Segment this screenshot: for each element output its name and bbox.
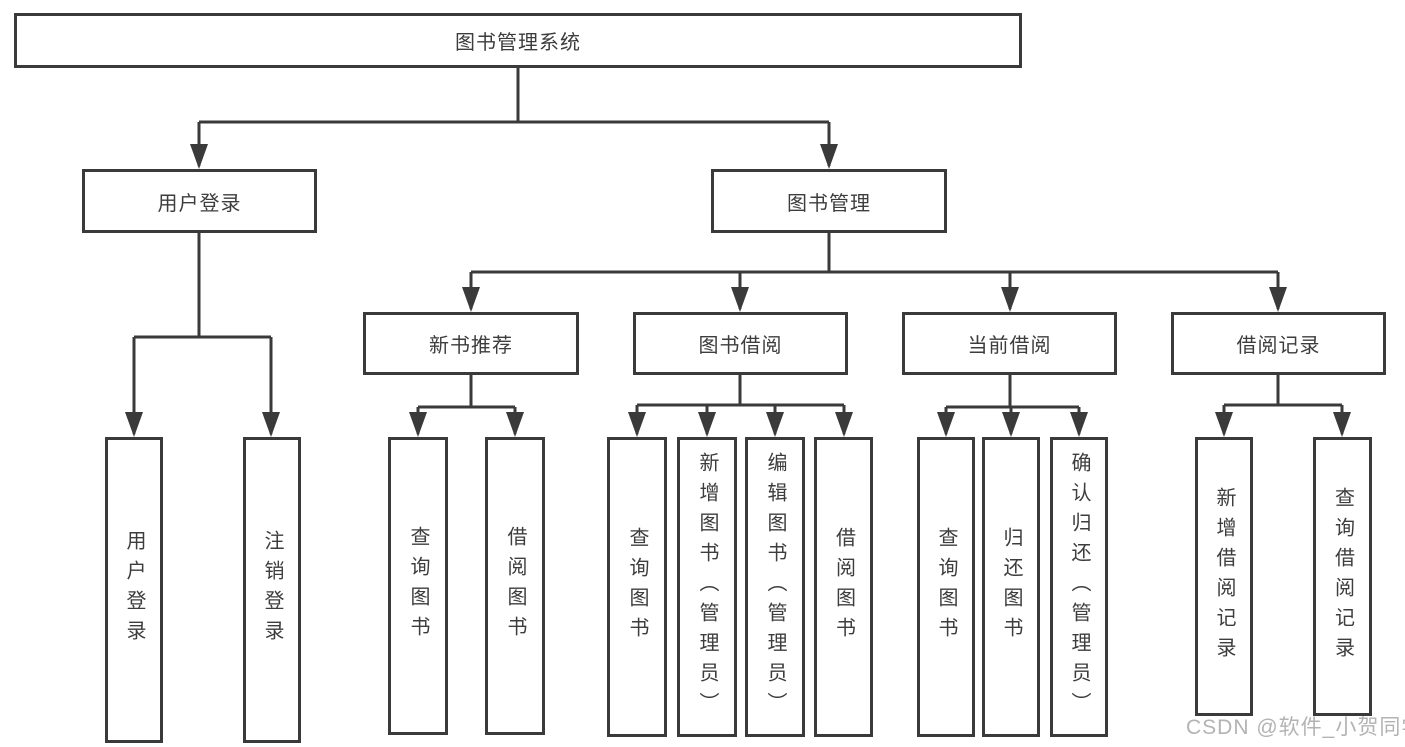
leaf-query-books-2: 查询图书 bbox=[607, 437, 667, 737]
leaf-query-books-2-label: 查询图书 bbox=[626, 527, 648, 647]
leaf-user-login-label: 用户登录 bbox=[123, 530, 145, 650]
leaf-confirm-return-admin: 确认归还（管理员） bbox=[1050, 437, 1108, 737]
leaf-borrow-books-1: 借阅图书 bbox=[485, 437, 545, 735]
node-book-mgmt: 图书管理 bbox=[711, 169, 947, 233]
leaf-add-book-admin-label: 新增图书（管理员） bbox=[696, 452, 718, 722]
leaf-query-borrow-record: 查询借阅记录 bbox=[1313, 437, 1372, 716]
leaf-user-login: 用户登录 bbox=[105, 437, 163, 743]
node-root-label: 图书管理系统 bbox=[455, 32, 581, 54]
leaf-query-books-3: 查询图书 bbox=[917, 437, 975, 737]
node-user-login: 用户登录 bbox=[82, 169, 317, 233]
leaf-add-borrow-record: 新增借阅记录 bbox=[1195, 437, 1253, 716]
leaf-return-book: 归还图书 bbox=[982, 437, 1040, 737]
watermark: CSDN @软件_小贺同学 bbox=[1186, 716, 1405, 739]
node-new-book-recommend-label: 新书推荐 bbox=[429, 335, 513, 357]
arrowheads bbox=[125, 144, 1351, 437]
leaf-query-books-1-label: 查询图书 bbox=[407, 526, 429, 646]
leaf-add-book-admin: 新增图书（管理员） bbox=[677, 437, 737, 737]
leaf-logout-label: 注销登录 bbox=[261, 530, 283, 650]
leaf-query-borrow-record-label: 查询借阅记录 bbox=[1331, 486, 1354, 667]
leaf-edit-book-admin: 编辑图书（管理员） bbox=[745, 437, 805, 737]
node-root: 图书管理系统 bbox=[14, 13, 1022, 68]
leaf-edit-book-admin-label: 编辑图书（管理员） bbox=[764, 452, 786, 722]
leaf-query-books-3-label: 查询图书 bbox=[935, 527, 957, 647]
node-current-borrow-label: 当前借阅 bbox=[967, 335, 1052, 357]
leaf-return-book-label: 归还图书 bbox=[1000, 527, 1022, 647]
node-book-borrow-label: 图书借阅 bbox=[698, 335, 783, 357]
node-user-login-label: 用户登录 bbox=[157, 192, 242, 215]
node-borrow-records-label: 借阅记录 bbox=[1236, 335, 1321, 357]
node-borrow-records: 借阅记录 bbox=[1171, 312, 1386, 375]
leaf-borrow-books-2-label: 借阅图书 bbox=[832, 527, 855, 647]
node-current-borrow: 当前借阅 bbox=[902, 312, 1117, 375]
leaf-confirm-return-admin-label: 确认归还（管理员） bbox=[1068, 452, 1090, 722]
node-book-borrow: 图书借阅 bbox=[633, 312, 848, 375]
leaf-borrow-books-2: 借阅图书 bbox=[814, 437, 873, 737]
leaf-logout: 注销登录 bbox=[243, 437, 301, 743]
leaf-query-books-1: 查询图书 bbox=[388, 437, 448, 735]
node-new-book-recommend: 新书推荐 bbox=[363, 312, 579, 375]
leaf-add-borrow-record-label: 新增借阅记录 bbox=[1213, 486, 1235, 667]
node-book-mgmt-label: 图书管理 bbox=[787, 192, 871, 215]
leaf-borrow-books-1-label: 借阅图书 bbox=[504, 526, 526, 646]
